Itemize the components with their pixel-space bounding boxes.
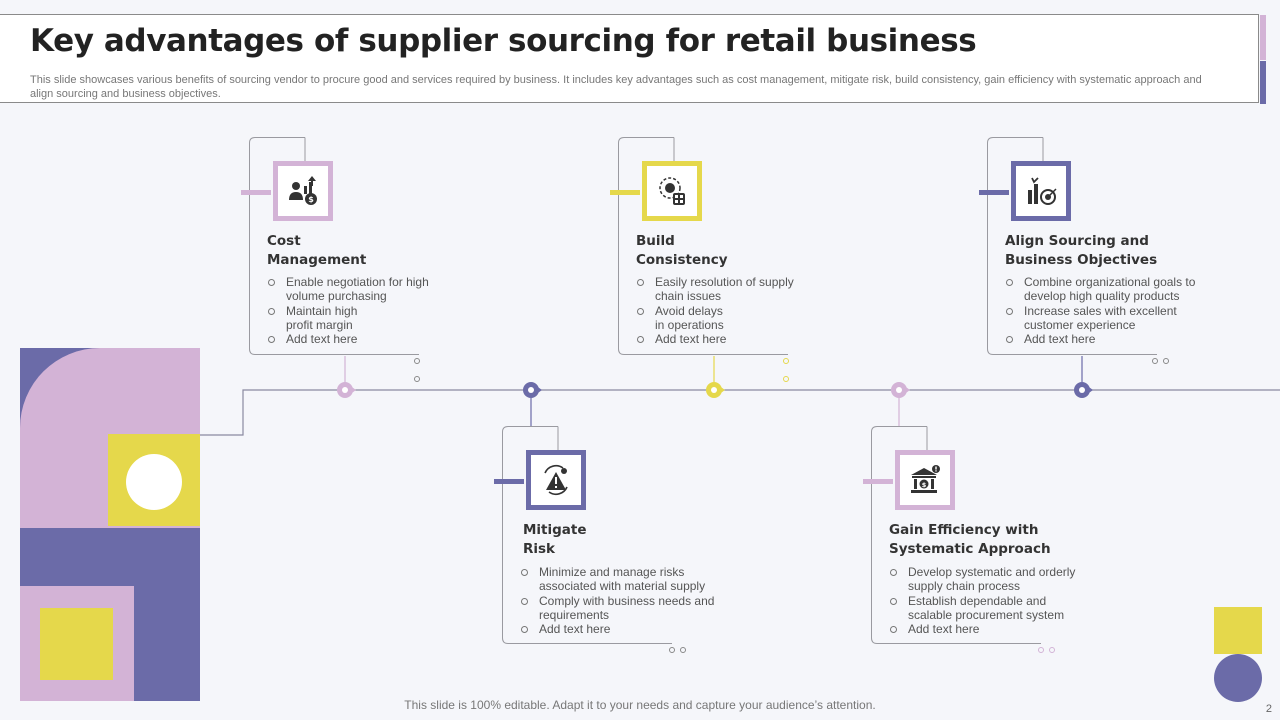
- bullet-item: Add text here: [636, 332, 816, 346]
- bullet-item: Maintain high profit margin: [267, 304, 447, 333]
- card-frame: [249, 137, 419, 355]
- money-growth-icon: $: [289, 176, 317, 205]
- icon-box: [526, 450, 586, 510]
- card-frame: [618, 137, 788, 355]
- svg-text:$: $: [308, 195, 314, 204]
- target-chart-icon: [1028, 177, 1057, 205]
- end-dots: [669, 640, 691, 658]
- icon-box: [1011, 161, 1071, 221]
- bullet-item: Establish dependable and scalable procur…: [889, 594, 1099, 623]
- card-align-sourcing: Align Sourcing and Business Objectives C…: [979, 137, 1207, 364]
- card-title: Align Sourcing and Business Objectives: [1005, 233, 1158, 268]
- card-title: Mitigate Risk: [523, 522, 587, 557]
- card-title: Gain Efficiency with Systematic Approach: [889, 522, 1051, 557]
- card-gain-efficiency: $ Gain Efficiency with Systematic Approa…: [863, 426, 1091, 653]
- card-mitigate-risk: Mitigate Risk Minimize and manage risks …: [494, 426, 722, 653]
- bullet-item: Add text here: [267, 332, 447, 346]
- bullet-list: Enable negotiation for high volume purch…: [267, 275, 447, 346]
- header-accent-bar-indigo: [1260, 61, 1266, 104]
- card-frame: [502, 426, 672, 644]
- timeline-node-cost: [337, 382, 356, 398]
- bullet-item: Enable negotiation for high volume purch…: [267, 275, 447, 304]
- end-dots: [1152, 351, 1174, 369]
- bullet-item: Add text here: [1005, 332, 1215, 346]
- bullet-list: Develop systematic and orderly supply ch…: [889, 565, 1099, 636]
- bullet-item: Easily resolution of supply chain issues: [636, 275, 816, 304]
- card-build-consistency: Build Consistency Easily resolution of s…: [610, 137, 798, 382]
- risk-warning-icon: [544, 464, 568, 496]
- end-dots: [414, 351, 429, 387]
- bullet-item: Add text here: [520, 622, 730, 636]
- icon-box: [642, 161, 702, 221]
- timeline-node-build: [706, 382, 725, 398]
- square-circle-graphic: [1214, 607, 1262, 702]
- bullet-item: Combine organizational goals to develop …: [1005, 275, 1215, 304]
- svg-text:$: $: [922, 481, 927, 489]
- timeline-node-gain: [891, 382, 910, 398]
- card-frame: [871, 426, 1041, 644]
- bullet-list: Easily resolution of supply chain issues…: [636, 275, 816, 346]
- timeline-node-mitigate: [523, 382, 542, 398]
- bullet-item: Increase sales with excellent customer e…: [1005, 304, 1215, 333]
- page-subtitle: This slide showcases various benefits of…: [30, 74, 1202, 100]
- bullet-item: Develop systematic and orderly supply ch…: [889, 565, 1099, 594]
- page-number: 2: [1265, 703, 1272, 715]
- end-dots: [783, 351, 798, 387]
- timeline-line: [200, 389, 1280, 436]
- page-title: Key advantages of supplier sourcing for …: [30, 23, 977, 59]
- footer-note: This slide is 100% editable. Adapt it to…: [404, 698, 876, 712]
- icon-stub: [494, 479, 524, 484]
- card-title: Cost Management: [267, 233, 367, 268]
- icon-box: $: [273, 161, 333, 221]
- icon-stub: [241, 190, 271, 195]
- card-title: Build Consistency: [636, 233, 728, 268]
- bullet-item: Add text here: [889, 622, 1099, 636]
- icon-stub: [610, 190, 640, 195]
- icon-stub: [979, 190, 1009, 195]
- icon-box: $: [895, 450, 955, 510]
- left-decoration: [20, 348, 200, 701]
- bullet-item: Avoid delays in operations: [636, 304, 816, 333]
- end-dots: [1038, 640, 1060, 658]
- bank-building-icon: $: [911, 465, 940, 493]
- bullet-item: Minimize and manage risks associated wit…: [520, 565, 730, 594]
- icon-stub: [863, 479, 893, 484]
- card-frame: [987, 137, 1157, 355]
- bullet-list: Minimize and manage risks associated wit…: [520, 565, 730, 636]
- geometric-shapes-graphic: [20, 348, 200, 701]
- right-decoration: [1214, 607, 1262, 703]
- timeline-node-align: [1074, 382, 1093, 398]
- header-panel: Key advantages of supplier sourcing for …: [0, 14, 1266, 104]
- card-cost-management: $ Cost Management Enable negotiation for…: [241, 137, 429, 382]
- bullet-item: Comply with business needs and requireme…: [520, 594, 730, 623]
- header-accent-bar-lavender: [1260, 15, 1266, 60]
- supply-chain-icon: [659, 177, 685, 205]
- bullet-list: Combine organizational goals to develop …: [1005, 275, 1215, 346]
